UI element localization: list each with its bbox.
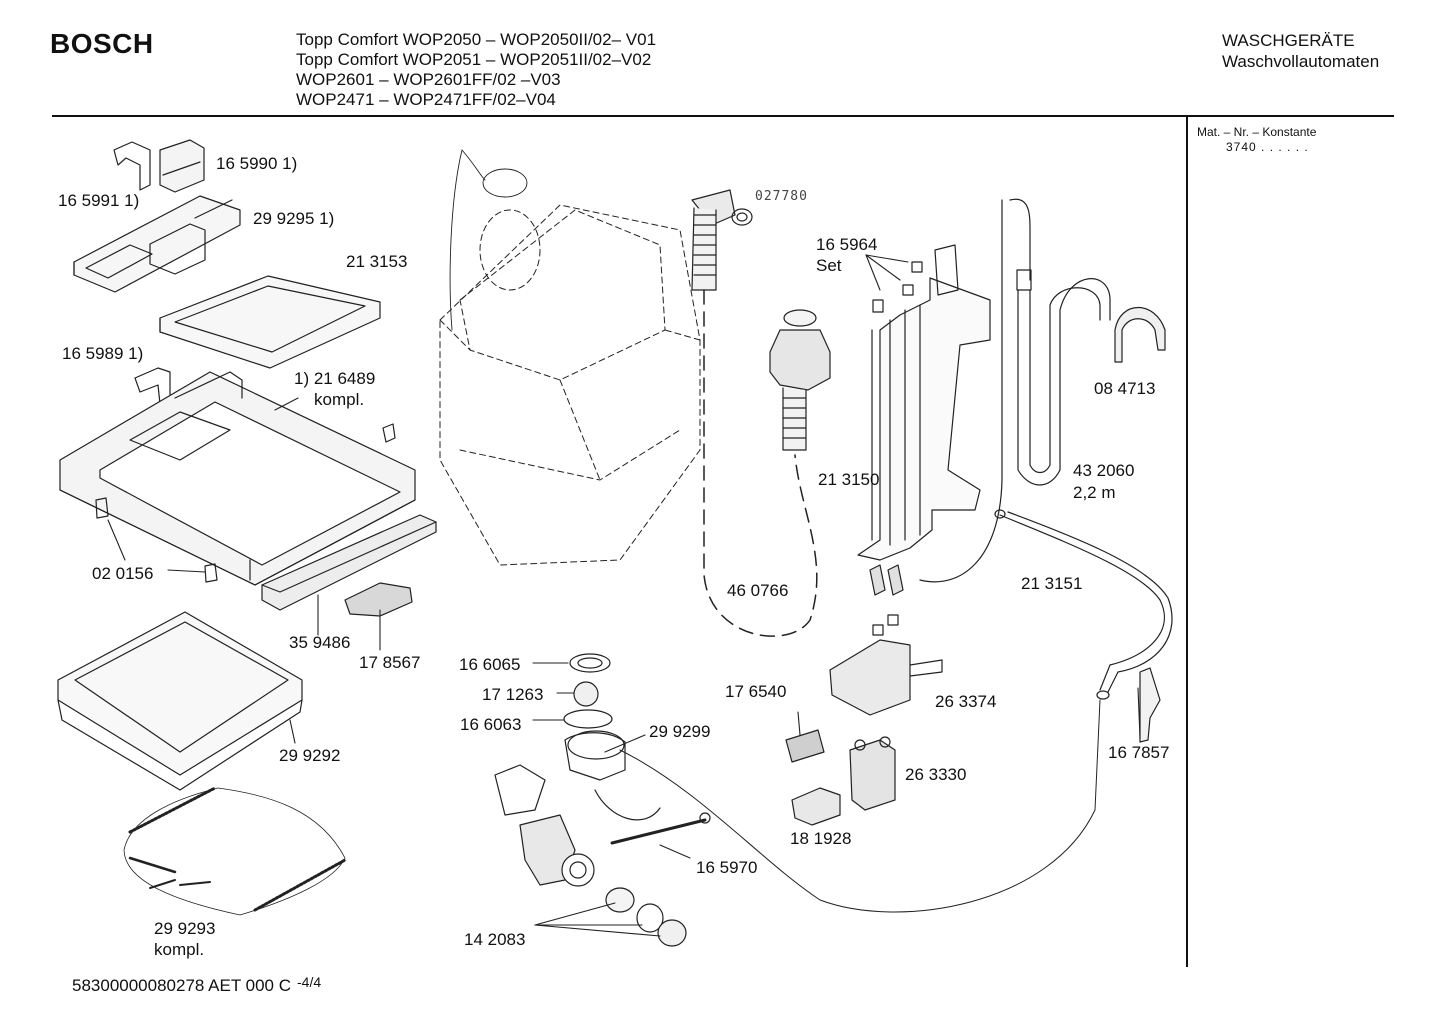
drain-hose-part — [994, 509, 1173, 700]
drawer-clip-part — [113, 139, 205, 193]
header-divider — [52, 115, 1394, 117]
part-label: 21 3151 — [1021, 574, 1083, 593]
part-label: 17 6540 — [725, 682, 787, 701]
category-block: WASCHGERÄTE Waschvollautomaten — [1222, 30, 1379, 72]
part-label: Set — [816, 256, 842, 275]
brand-logo: BOSCH — [50, 28, 154, 59]
model-line: Topp Comfort WOP2050 – WOP2050II/02– V01 — [296, 30, 657, 49]
springs-part — [123, 786, 347, 916]
material-label: Mat. – Nr. – Konstante — [1197, 125, 1317, 139]
fill-hose-part — [919, 198, 1111, 583]
part-label: 16 6065 — [459, 655, 521, 674]
part-label: 17 8567 — [359, 653, 421, 672]
detergent-drawer-part — [73, 195, 241, 293]
subcategory-title: Waschvollautomaten — [1222, 52, 1380, 71]
drain-ring-parts — [563, 653, 613, 729]
part-label: 46 0766 — [727, 581, 789, 600]
part-label: 1) 21 6489 — [294, 369, 376, 388]
part-label: 17 1263 — [482, 685, 544, 704]
document-number: 58300000080278 AET 000 C — [72, 976, 291, 995]
page-number: -4/4 — [297, 974, 322, 990]
part-label: 29 9293 — [154, 919, 216, 938]
vent-hose-part — [769, 309, 831, 451]
part-label: kompl. — [154, 940, 205, 959]
valve-block-part — [829, 639, 943, 716]
part-label: 26 3330 — [905, 765, 967, 784]
valve-seal-parts — [872, 261, 923, 636]
part-label: 16 5964 — [816, 235, 878, 254]
part-label: 29 9295 1) — [253, 209, 335, 228]
category-title: WASCHGERÄTE — [1222, 31, 1355, 50]
part-label: 02 0156 — [92, 564, 154, 583]
part-label: 14 2083 — [464, 930, 526, 949]
part-label: kompl. — [314, 390, 365, 409]
part-label: 26 3374 — [935, 692, 997, 711]
bracket-rail-part — [261, 514, 437, 611]
capacitor-part — [785, 729, 825, 763]
model-line: WOP2471 – WOP2471FF/02–V04 — [296, 90, 556, 109]
material-number-box: Mat. – Nr. – Konstante 3740 . . . . . . — [1197, 125, 1316, 155]
water-pipe-assembly — [857, 244, 991, 596]
wash-tub-part — [439, 204, 701, 566]
tub-seal-part — [57, 611, 303, 791]
part-label: 16 5970 — [696, 858, 758, 877]
model-line: WOP2601 – WOP2601FF/02 –V03 — [296, 70, 561, 89]
suppressor-part — [791, 787, 841, 826]
drawer-housing-part — [159, 275, 381, 369]
part-label: 16 5990 1) — [216, 154, 298, 173]
part-label: 21 3150 — [818, 470, 880, 489]
part-label: 16 5991 1) — [58, 191, 140, 210]
dashed-hose-path — [703, 289, 818, 637]
part-label: 21 3153 — [346, 252, 408, 271]
model-list: Topp Comfort WOP2050 – WOP2050II/02– V01… — [296, 30, 656, 110]
door-lock-part — [344, 582, 413, 617]
inlet-hose-part — [691, 189, 753, 291]
footer: 58300000080278 AET 000 C -4/4 — [72, 974, 322, 996]
part-label: 29 9299 — [649, 722, 711, 741]
material-code: 3740 . . . . . . — [1226, 140, 1309, 154]
drain-pump-part — [494, 730, 711, 947]
cover-frame-part — [59, 371, 416, 586]
part-label: 16 5989 1) — [62, 344, 144, 363]
part-label: 16 7857 — [1108, 743, 1170, 762]
part-label: 29 9292 — [279, 746, 341, 765]
leader-lines — [107, 254, 1141, 937]
part-label: 18 1928 — [790, 829, 852, 848]
part-label: 08 4713 — [1094, 379, 1156, 398]
model-line: Topp Comfort WOP2051 – WOP2051II/02–V02 — [296, 50, 652, 69]
side-divider — [1186, 117, 1188, 967]
part-label: 027780 — [755, 189, 808, 204]
inlet-valve-part — [849, 736, 896, 811]
drain-hose-route — [619, 699, 1101, 913]
part-label: 35 9486 — [289, 633, 351, 652]
part-label: 43 2060 — [1073, 461, 1135, 480]
part-label: 2,2 m — [1073, 483, 1116, 502]
hose-bracket-part — [1114, 306, 1166, 363]
tub-hose-outline — [449, 149, 528, 331]
part-label: 16 6063 — [460, 715, 522, 734]
hose-clip-part — [1139, 667, 1161, 743]
